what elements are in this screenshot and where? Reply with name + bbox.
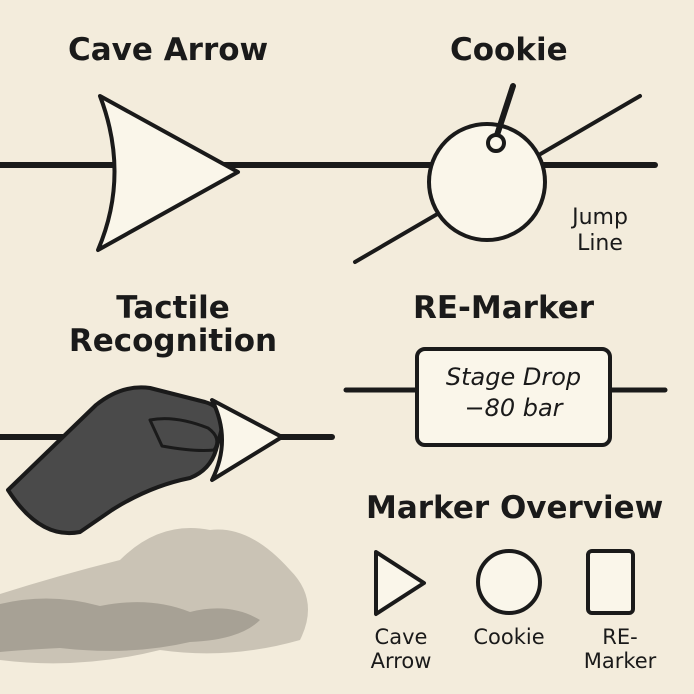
title-tactile-recognition: Tactile Recognition — [58, 292, 288, 357]
glove-finger-icon — [148, 417, 219, 452]
jump-line-note-line2: Line — [577, 230, 623, 256]
tactile-arrow-marker — [210, 398, 284, 482]
re-marker-tag-line2: −80 bar — [464, 394, 563, 423]
cookie-hole — [486, 133, 506, 153]
legend-label-cave-arrow-line1: Cave — [374, 625, 428, 649]
jump-line-note: Jump Line — [560, 205, 640, 257]
title-re-marker: RE-Marker — [413, 290, 595, 326]
legend-circle-icon — [476, 549, 542, 615]
title-tactile-line1: Tactile — [116, 290, 230, 326]
cave-arrow-marker — [96, 94, 240, 252]
legend-label-cookie-line1: Cookie — [473, 625, 545, 649]
title-tactile-line2: Recognition — [68, 322, 278, 359]
legend-label-re-marker-line2: Marker — [583, 649, 657, 674]
legend-label-re-marker-line1: RE- — [602, 625, 638, 649]
legend-label-cave-arrow-line2: Arrow — [370, 649, 432, 674]
re-marker-tag — [415, 347, 612, 447]
legend-label-cookie: Cookie — [459, 625, 559, 649]
legend-label-cave-arrow: Cave Arrow — [351, 625, 451, 673]
cookie-cord — [494, 83, 516, 138]
title-cookie: Cookie — [450, 32, 568, 68]
title-cave-arrow: Cave Arrow — [68, 32, 269, 68]
cookie-marker — [427, 122, 547, 242]
glove-hand-icon — [6, 385, 225, 536]
legend-triangle-icon — [374, 550, 426, 616]
legend-rectangle-icon — [586, 549, 635, 615]
title-marker-overview: Marker Overview — [366, 490, 664, 526]
jump-line-note-line1: Jump — [572, 205, 628, 230]
re-marker-tag-text: Stage Drop −80 bar — [417, 362, 610, 424]
re-marker-tag-line1: Stage Drop — [445, 363, 582, 391]
legend-label-re-marker: RE- Marker — [570, 625, 670, 673]
silt-cloud-dark-icon — [0, 598, 260, 652]
